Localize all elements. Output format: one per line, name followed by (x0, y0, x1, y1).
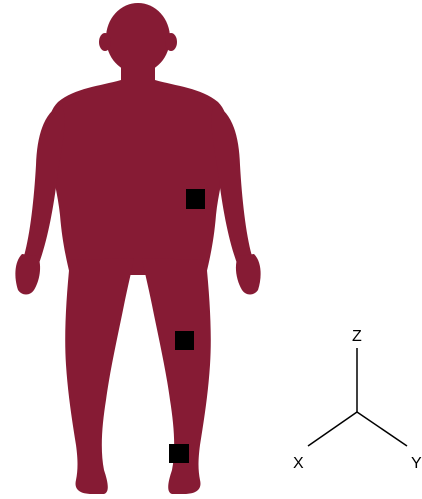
torso (47, 80, 228, 275)
x-axis-label: X (293, 455, 304, 472)
y-axis-line (357, 412, 407, 446)
coordinate-axes: Z X Y (293, 328, 422, 472)
hand-right (236, 254, 261, 295)
ear-left (99, 33, 111, 51)
z-axis-label: Z (352, 328, 362, 345)
x-axis-line (308, 412, 357, 446)
sensor-knee (175, 331, 194, 350)
leg-left (65, 258, 134, 494)
ear-right (165, 33, 177, 51)
sensor-hip (186, 189, 205, 209)
hand-left (15, 254, 40, 295)
sensor-ankle (169, 444, 189, 463)
human-body-silhouette (15, 3, 260, 494)
y-axis-label: Y (411, 455, 422, 472)
